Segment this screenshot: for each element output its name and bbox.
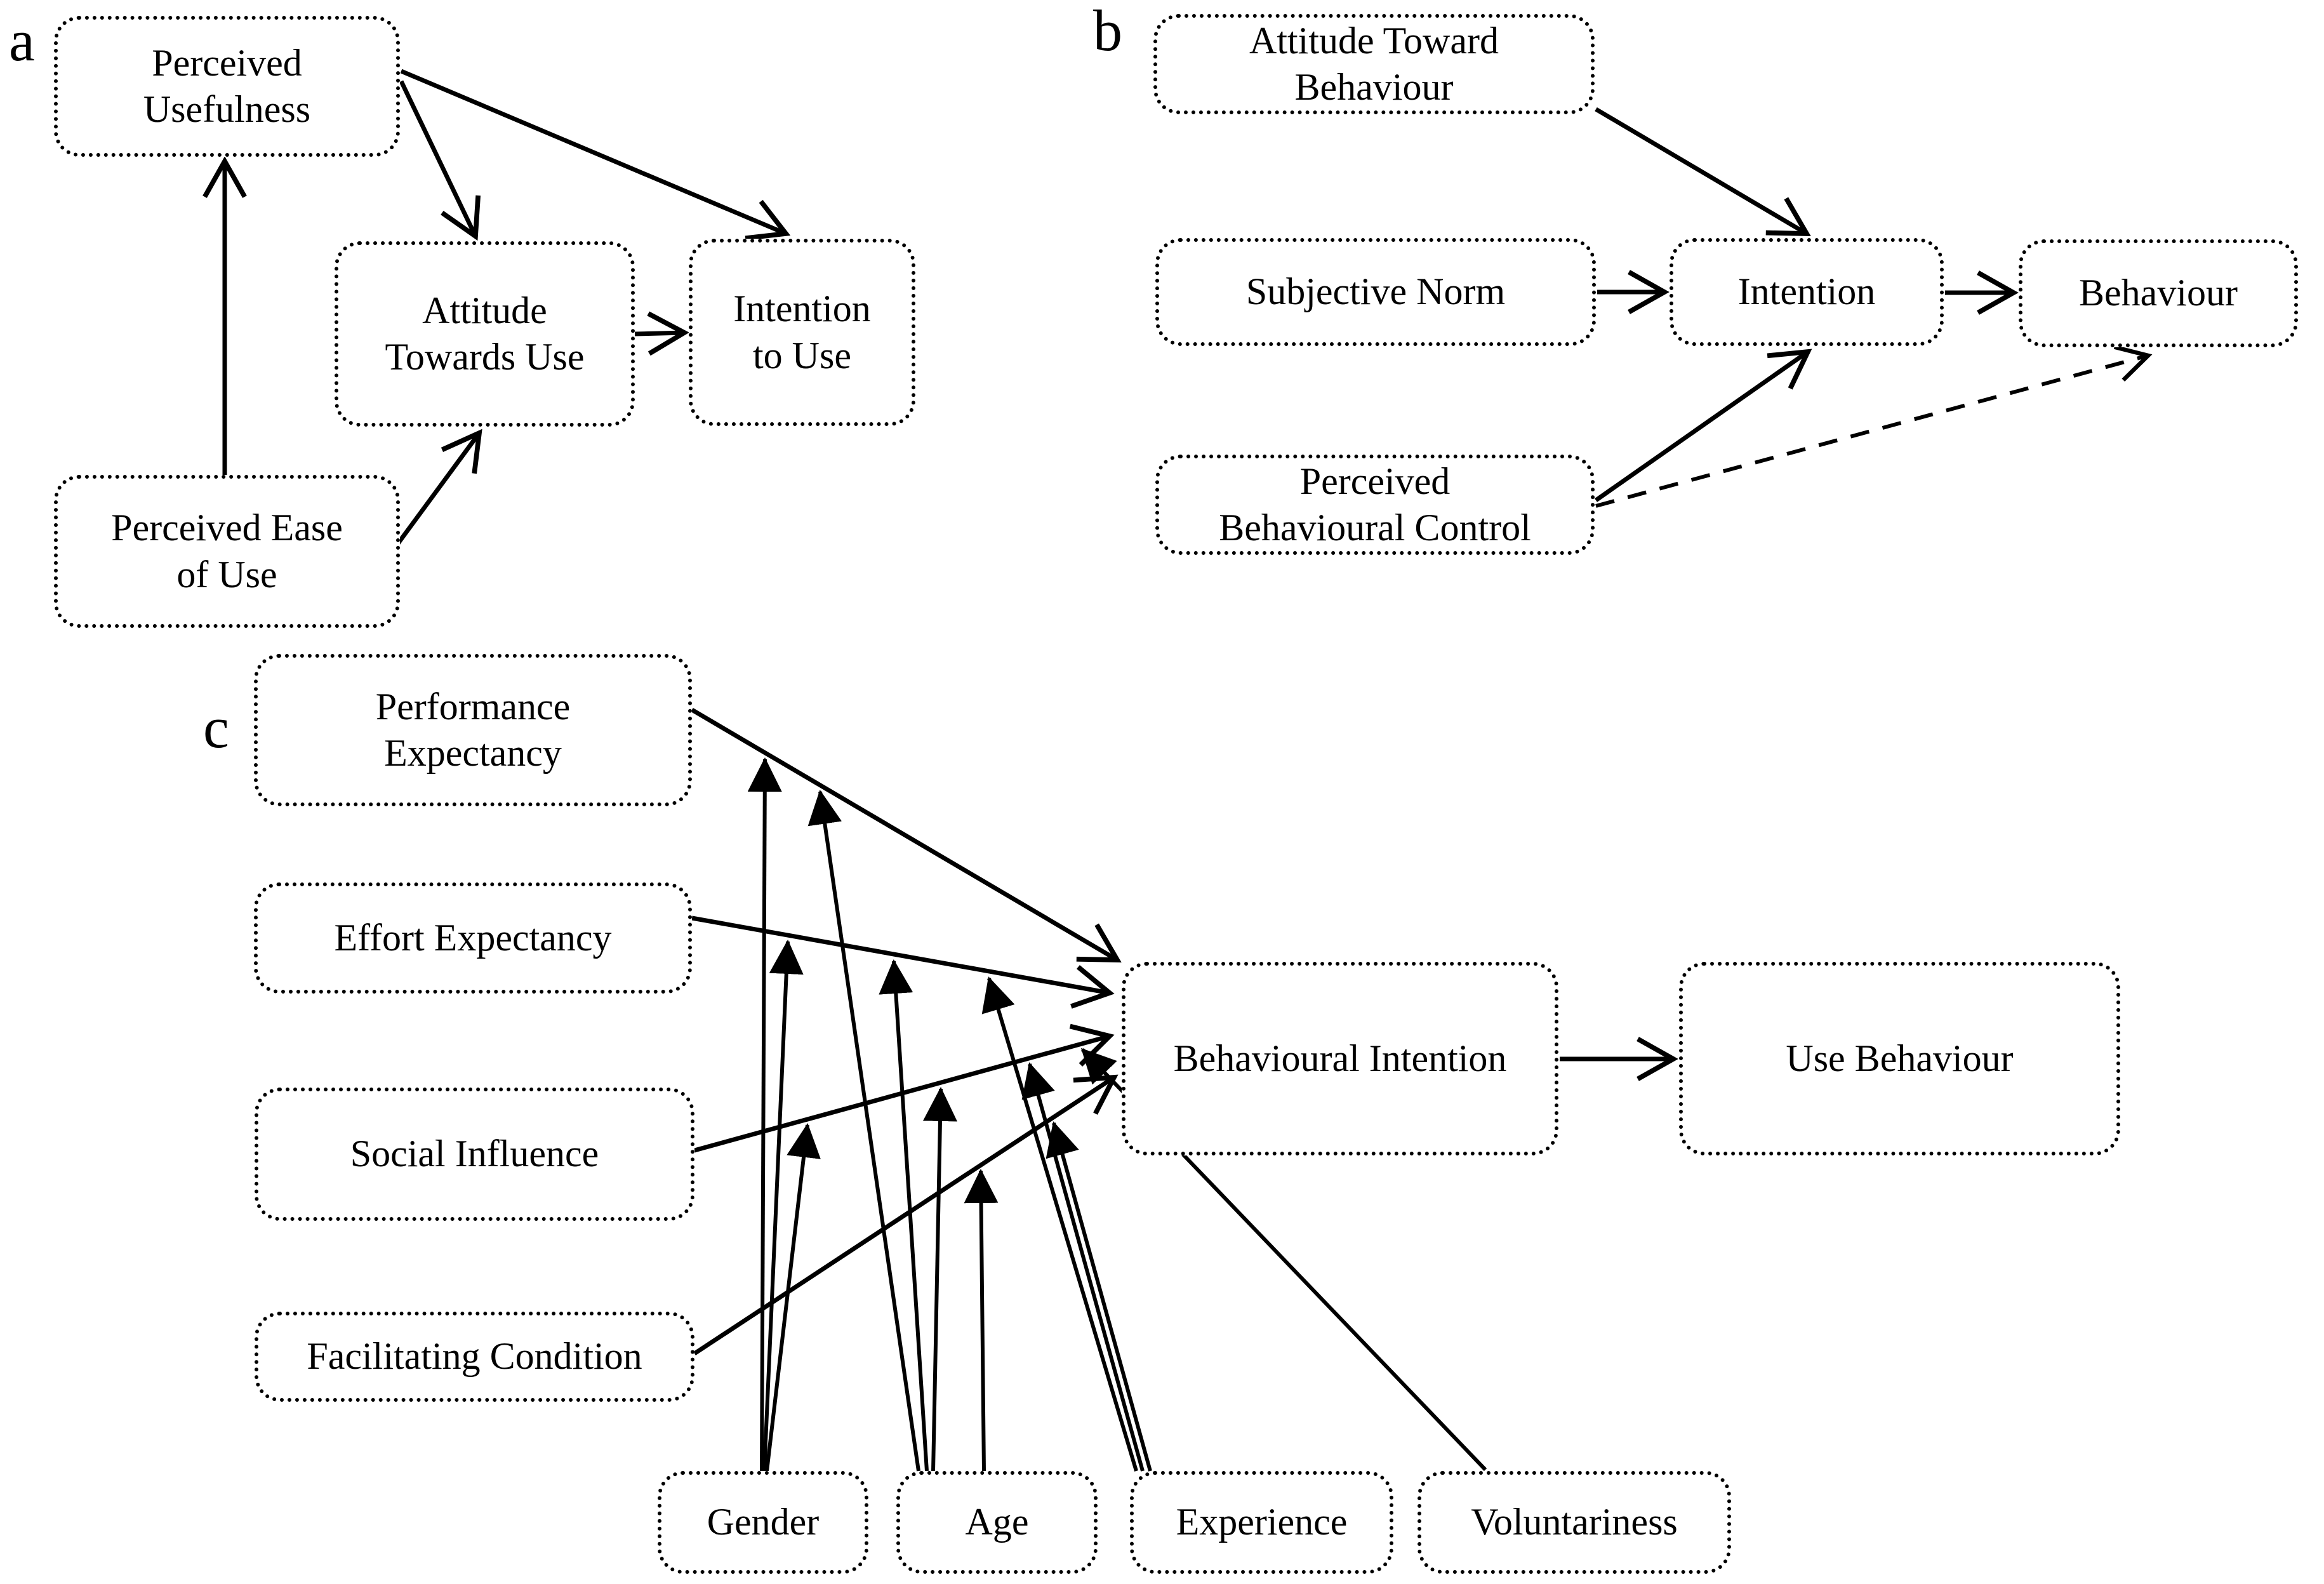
node-effort-expectancy: Effort Expectancy bbox=[254, 882, 692, 994]
arrow-age-to-si-line bbox=[922, 1087, 957, 1472]
panel-c-label: c bbox=[203, 695, 229, 760]
panel-a-label: a bbox=[9, 8, 35, 73]
arrow-gender-to-ee-line bbox=[762, 940, 804, 1472]
arrow-experience-to-ee-line bbox=[981, 976, 1138, 1472]
node-behaviour: Behaviour bbox=[2019, 239, 2298, 347]
node-voluntariness: Voluntariness bbox=[1418, 1471, 1731, 1574]
panel-b-label: b bbox=[1093, 0, 1122, 63]
node-performance-expectancy: Performance Expectancy bbox=[254, 654, 692, 806]
node-intention: Intention bbox=[1670, 238, 1944, 346]
arrow-ee-to-bi bbox=[691, 915, 1115, 1009]
node-social-influence: Social Influence bbox=[255, 1088, 694, 1221]
node-experience: Experience bbox=[1130, 1471, 1393, 1574]
node-intention-to-use: Intention to Use bbox=[689, 239, 915, 426]
arrow-gender-to-si-line bbox=[765, 1123, 821, 1472]
arrow-gender-to-pe-line bbox=[747, 757, 782, 1472]
node-facilitating-condition: Facilitating Condition bbox=[255, 1312, 694, 1402]
node-use-behaviour: Use Behaviour bbox=[1679, 962, 2120, 1155]
arrow-atb-to-intention bbox=[1595, 107, 1811, 236]
node-subjective-norm: Subjective Norm bbox=[1155, 238, 1596, 346]
arrow-peou-to-atu bbox=[396, 429, 482, 545]
arrow-experience-to-fc-line bbox=[1046, 1121, 1152, 1472]
arrow-age-to-fc-line bbox=[964, 1169, 999, 1472]
node-perceived-behavioural-control: Perceived Behavioural Control bbox=[1155, 455, 1595, 555]
node-attitude-towards-use: Attitude Towards Use bbox=[335, 241, 635, 427]
arrow-pbc-to-behaviour-dashed bbox=[1595, 345, 2153, 508]
arrow-pu-to-atu bbox=[399, 80, 481, 241]
arrow-pe-to-bi bbox=[691, 707, 1122, 962]
arrow-age-to-pe-line bbox=[807, 790, 920, 1472]
node-attitude-toward-behaviour: Attitude Toward Behaviour bbox=[1153, 14, 1595, 114]
node-perceived-ease-of-use: Perceived Ease of Use bbox=[54, 475, 400, 628]
arrow-pu-to-itu bbox=[400, 69, 791, 241]
arrow-fc-to-bi bbox=[693, 1074, 1119, 1355]
arrow-pbc-to-intention bbox=[1594, 349, 1812, 502]
arrow-atu-to-itu bbox=[634, 311, 689, 356]
node-gender: Gender bbox=[658, 1471, 868, 1574]
node-perceived-usefulness: Perceived Usefulness bbox=[54, 16, 400, 157]
arrow-age-to-ee-line bbox=[879, 959, 929, 1472]
node-age: Age bbox=[896, 1471, 1098, 1574]
node-behavioural-intention: Behavioural Intention bbox=[1122, 962, 1558, 1155]
